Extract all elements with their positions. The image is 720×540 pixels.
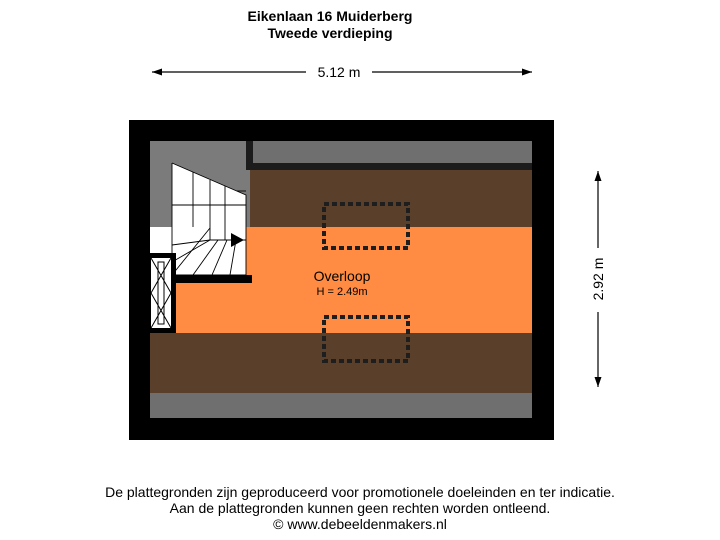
width-dimension: 5.12 m <box>152 64 532 80</box>
depth-dimension-label: 2.92 m <box>590 258 606 301</box>
bottom-eaves-zone <box>150 393 532 418</box>
skylight-bottom <box>322 315 410 363</box>
disclaimer-line-1: De plattegronden zijn geproduceerd voor … <box>105 484 615 500</box>
disclaimer-line-2: Aan de plattegronden kunnen geen rechten… <box>169 500 551 516</box>
skylight-top <box>322 202 410 250</box>
width-dimension-label: 5.12 m <box>318 64 361 80</box>
stair-direction-arrow <box>231 233 244 247</box>
inner-wall-line <box>252 163 532 170</box>
room-height-overloop: H = 2.49m <box>316 286 367 298</box>
stair-side-wall <box>172 275 252 283</box>
room-label-overloop: Overloop <box>314 268 371 284</box>
staircase <box>150 141 253 276</box>
closet-door <box>146 253 176 333</box>
depth-dimension: 2.92 m <box>590 171 606 387</box>
plan-floor-label: Tweede verdieping <box>267 25 393 41</box>
plan-address: Eikenlaan 16 Muiderberg <box>247 8 413 24</box>
copyright-line: © www.debeeldenmakers.nl <box>273 516 447 532</box>
